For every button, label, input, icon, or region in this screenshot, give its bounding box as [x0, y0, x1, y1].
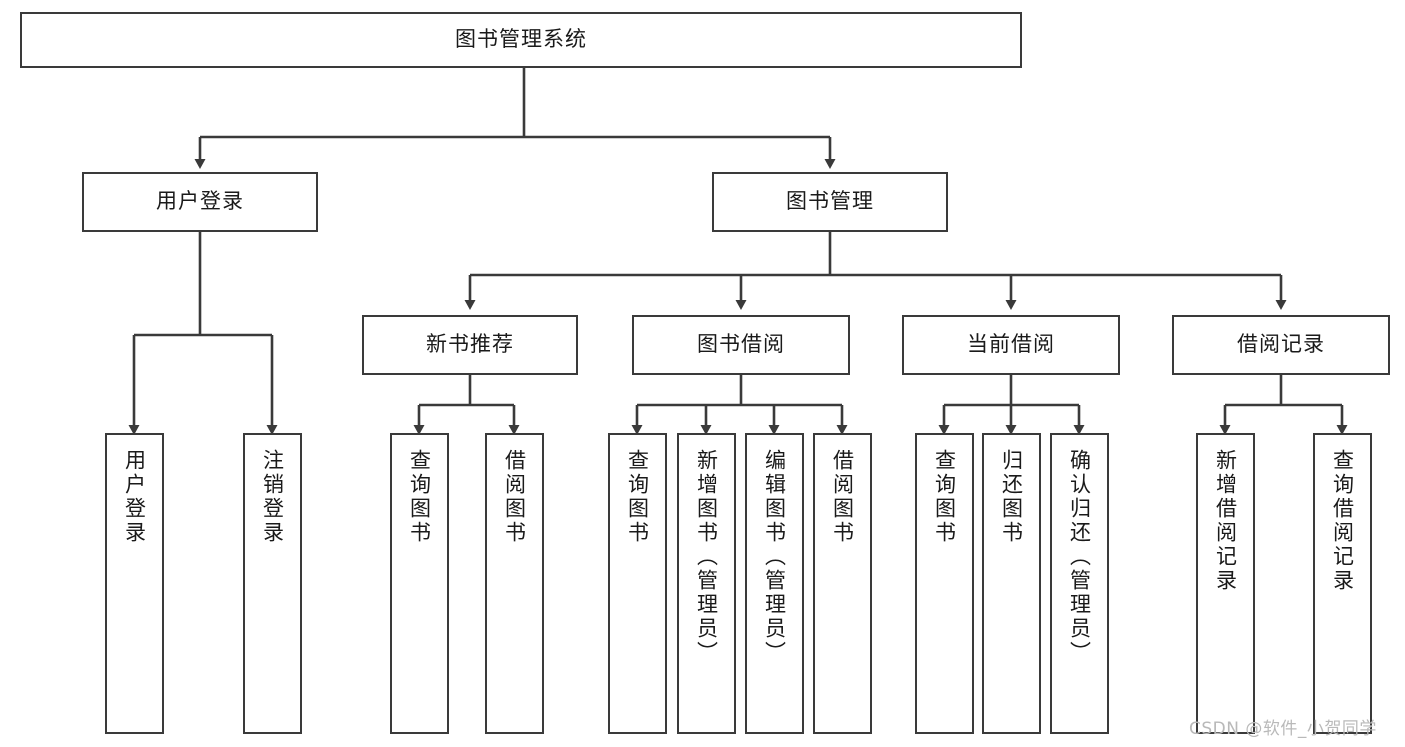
- leaf-query-book-1[interactable]: 查询图书: [390, 433, 449, 734]
- leaf-borrow-book-2[interactable]: 借阅图书: [813, 433, 872, 734]
- leaf-user-login-label: 用户登录: [122, 449, 147, 545]
- node-borrow-record-label: 借阅记录: [1237, 332, 1325, 357]
- node-new-book-rec-label: 新书推荐: [426, 332, 514, 357]
- node-current-borrow-label: 当前借阅: [967, 332, 1055, 357]
- leaf-query-record[interactable]: 查询借阅记录: [1313, 433, 1372, 734]
- node-book-borrow-label: 图书借阅: [697, 332, 785, 357]
- watermark-text: CSDN @软件_小贺同学: [1189, 719, 1377, 739]
- leaf-edit-book[interactable]: 编辑图书（管理员）: [745, 433, 804, 734]
- leaf-query-book-2[interactable]: 查询图书: [608, 433, 667, 734]
- node-user-login-label: 用户登录: [156, 189, 244, 214]
- leaf-confirm-return[interactable]: 确认归还（管理员）: [1050, 433, 1109, 734]
- node-borrow-record[interactable]: 借阅记录: [1172, 315, 1390, 375]
- leaf-add-book[interactable]: 新增图书（管理员）: [677, 433, 736, 734]
- leaf-query-book-2-label: 查询图书: [625, 449, 650, 545]
- leaf-logout-login[interactable]: 注销登录: [243, 433, 302, 734]
- leaf-edit-book-label: 编辑图书（管理员）: [762, 449, 787, 665]
- node-root[interactable]: 图书管理系统: [20, 12, 1022, 68]
- leaf-query-book-3-label: 查询图书: [932, 449, 957, 545]
- leaf-borrow-book-2-label: 借阅图书: [830, 449, 855, 545]
- leaf-borrow-book-1-label: 借阅图书: [502, 449, 527, 545]
- leaf-add-record[interactable]: 新增借阅记录: [1196, 433, 1255, 734]
- leaf-add-record-label: 新增借阅记录: [1213, 449, 1238, 593]
- node-current-borrow[interactable]: 当前借阅: [902, 315, 1120, 375]
- leaf-return-book-label: 归还图书: [999, 449, 1024, 545]
- leaf-confirm-return-label: 确认归还（管理员）: [1067, 449, 1092, 665]
- leaf-query-book-1-label: 查询图书: [407, 449, 432, 545]
- leaf-user-login[interactable]: 用户登录: [105, 433, 164, 734]
- leaf-query-record-label: 查询借阅记录: [1330, 449, 1355, 593]
- node-root-label: 图书管理系统: [455, 27, 587, 52]
- leaf-borrow-book-1[interactable]: 借阅图书: [485, 433, 544, 734]
- leaf-logout-login-label: 注销登录: [260, 449, 285, 545]
- node-book-manage[interactable]: 图书管理: [712, 172, 948, 232]
- leaf-return-book[interactable]: 归还图书: [982, 433, 1041, 734]
- node-book-manage-label: 图书管理: [786, 189, 874, 214]
- leaf-query-book-3[interactable]: 查询图书: [915, 433, 974, 734]
- node-book-borrow[interactable]: 图书借阅: [632, 315, 850, 375]
- node-new-book-rec[interactable]: 新书推荐: [362, 315, 578, 375]
- leaf-add-book-label: 新增图书（管理员）: [694, 449, 719, 665]
- node-user-login[interactable]: 用户登录: [82, 172, 318, 232]
